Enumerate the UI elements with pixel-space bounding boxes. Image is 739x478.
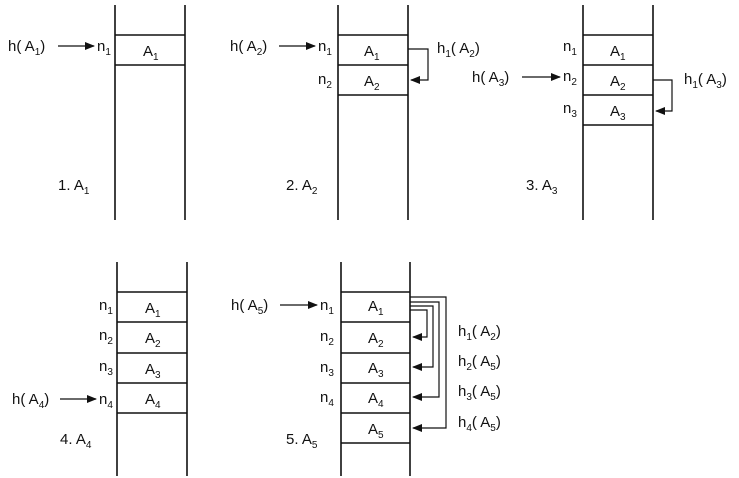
node-label: n2 [318,71,332,91]
node-label: n1 [563,38,577,58]
slot-record: A1 [364,43,380,63]
slot-record: A4 [368,390,384,410]
panel-2: A1 A2 n1 n2 h( A2) h1( A2) 2. A2 [230,5,480,220]
panel-caption: 1. A1 [58,177,90,197]
node-label: n2 [563,68,577,88]
slot-record: A2 [364,73,380,93]
slot-record: A1 [368,298,384,318]
panel-caption: 2. A2 [286,177,318,197]
probe-arrow [653,79,673,115]
panel-5: A1 A2 A3 A4 A5 n1 n2 n3 n4 h( A5) h1( A2… [231,262,501,476]
probe-label: h4( A5) [458,414,501,434]
probe-arrow [410,296,447,432]
probe-arrow [408,48,429,84]
node-label: n1 [318,38,332,58]
hash-function-label: h( A1) [8,38,45,58]
panel-3: A1 A2 A3 n1 n2 n3 h( A3) h1( A3) 3. A3 [472,5,727,220]
slot-record: A3 [368,360,384,380]
hash-function-label: h( A5) [231,297,268,317]
slot-record: A1 [145,300,161,320]
slot-record: A2 [145,330,161,350]
hash-function-label: h( A2) [230,38,267,58]
slot-record: A3 [145,361,161,381]
node-label: n2 [320,328,334,348]
slot-record: A5 [368,421,384,441]
node-label: n4 [99,391,113,411]
probe-label: h3( A5) [458,383,501,403]
slot-record: A1 [143,43,159,63]
hash-function-label: h( A4) [12,391,49,411]
node-label: n3 [99,358,113,378]
slot-record: A4 [145,391,161,411]
probe-arrow [410,305,434,371]
panel-caption: 5. A5 [286,431,318,451]
panel-4: A1 A2 A3 A4 n1 n2 n3 n4 h( A4) 4. A4 [12,262,188,476]
panel-caption: 3. A3 [526,177,558,197]
node-label: n1 [99,297,113,317]
node-label: n1 [97,38,111,58]
probe-arrow [410,301,440,401]
probe-arrow [410,309,428,341]
node-label: n3 [320,359,334,379]
panel-1: A1 n1 h( A1) 1. A1 [8,5,186,220]
slot-record: A3 [610,103,626,123]
probe-label: h2( A5) [458,353,501,373]
slot-record: A2 [610,73,626,93]
probe-label: h1( A2) [458,323,501,343]
node-label: n2 [99,327,113,347]
slot-record: A2 [368,330,384,350]
node-label: n1 [320,297,334,317]
panel-caption: 4. A4 [60,431,92,451]
slot-record: A1 [610,43,626,63]
probe-label: h1( A2) [437,40,480,60]
hash-function-label: h( A3) [472,69,509,89]
probe-label: h1( A3) [684,71,727,91]
node-label: n4 [320,389,334,409]
node-label: n3 [563,100,577,120]
